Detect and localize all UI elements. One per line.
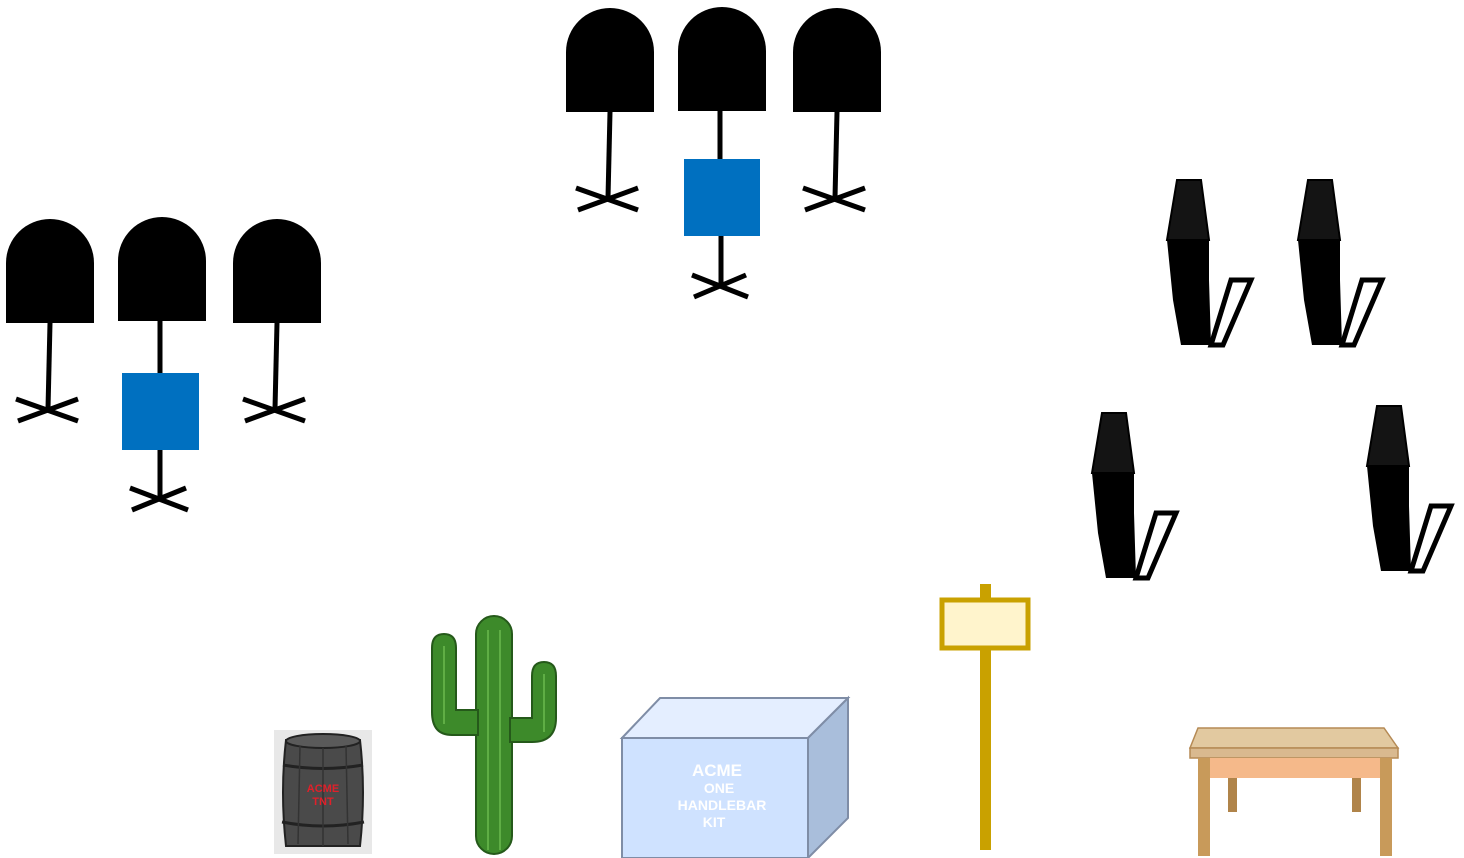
chair-icon[interactable] <box>1298 180 1382 345</box>
cactus-icon[interactable] <box>432 616 556 854</box>
blue-marker-top[interactable] <box>684 159 760 236</box>
crate-label-line1: ACME <box>692 761 742 780</box>
group-left <box>6 217 321 510</box>
chair-icon[interactable] <box>1167 180 1251 345</box>
barrel-label-line2: TNT <box>312 796 334 808</box>
chair-icon[interactable] <box>1367 406 1451 571</box>
blue-marker-left[interactable] <box>122 373 199 450</box>
figure-top-2-feet <box>692 236 748 297</box>
figure-left-3[interactable] <box>233 219 321 421</box>
crate-label-line3: HANDLEBAR <box>678 797 767 813</box>
tnt-barrel-icon[interactable]: ACME TNT <box>274 730 372 854</box>
figure-top-2[interactable] <box>678 7 766 159</box>
figure-top-1[interactable] <box>566 8 654 210</box>
chair-icon[interactable] <box>1092 413 1176 578</box>
signpost-icon[interactable] <box>942 584 1028 850</box>
figure-left-1[interactable] <box>6 219 94 421</box>
table-icon[interactable] <box>1190 728 1398 856</box>
figure-left-2-feet <box>130 450 188 510</box>
crate-label-line2: ONE <box>704 780 734 796</box>
figure-top-3[interactable] <box>793 8 881 210</box>
crate-label-line4: KIT <box>703 814 726 830</box>
crate-icon[interactable]: ACME ONE HANDLEBAR KIT <box>622 698 848 858</box>
barrel-label-line1: ACME <box>307 783 339 795</box>
group-top <box>566 7 881 297</box>
chairs <box>1092 180 1451 578</box>
figure-left-2[interactable] <box>118 217 206 377</box>
